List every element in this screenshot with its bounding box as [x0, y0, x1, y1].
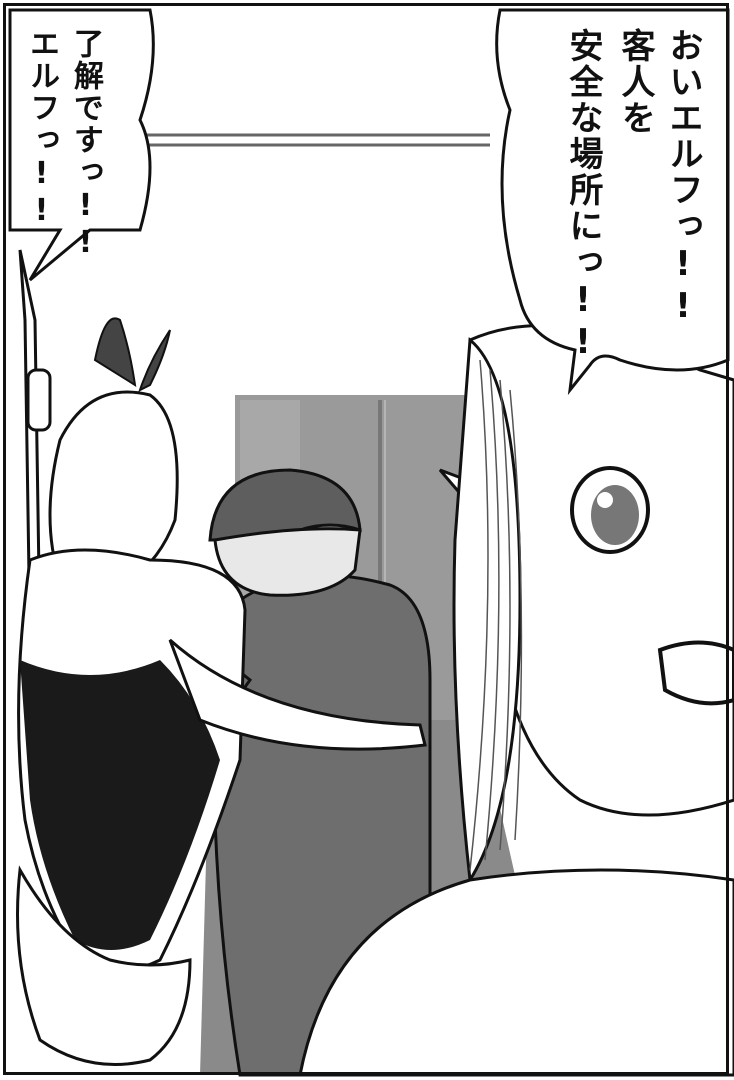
- right-speech-bubble: [495, 8, 730, 396]
- left-bubble-line-1: 了解ですっ!!: [68, 28, 103, 262]
- door-frame: [140, 133, 490, 147]
- left-bubble-line-2: エルフっ!!: [24, 28, 59, 230]
- right-bubble-line-2: 客人を: [615, 28, 655, 136]
- left-speech-bubble: [8, 8, 155, 282]
- right-bubble-line-1: おいエルフっ!!: [663, 28, 703, 328]
- elf-girl-left: [16, 317, 427, 1066]
- elf-girl-right: [298, 323, 734, 1077]
- right-bubble-line-3: 安全な場所にっ!!: [563, 28, 603, 364]
